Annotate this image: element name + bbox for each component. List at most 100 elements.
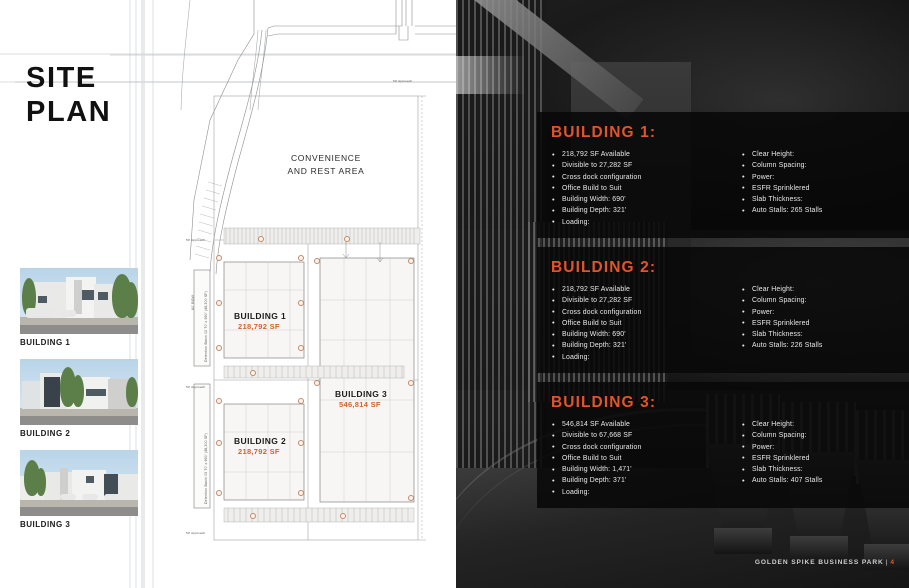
thumbnail-label: BUILDING 2 xyxy=(20,429,71,438)
spec-column-right: Clear Height: Column Spacing: Power: ESF… xyxy=(741,418,909,498)
footer: GOLDEN SPIKE BUSINESS PARK|4 xyxy=(755,559,895,566)
spec-item: Loading: xyxy=(551,216,727,228)
spec-item: Column Spacing: xyxy=(741,295,909,307)
spec-panel-building-3: BUILDING 3: 546,814 SF Available Divisib… xyxy=(537,382,909,508)
marker-icon xyxy=(298,490,304,496)
marker-icon xyxy=(250,370,256,376)
spec-item: Clear Height: xyxy=(741,148,909,160)
annotation-approach-lower-left: 50' Approach xyxy=(186,531,206,535)
building-1-rendering[interactable] xyxy=(20,268,138,334)
marker-icon xyxy=(250,513,256,519)
spec-item: Office Build to Suit xyxy=(551,452,727,464)
spec-item: Slab Thickness: xyxy=(741,463,909,475)
spec-item: Cross dock configuration xyxy=(551,441,727,453)
marker-icon xyxy=(216,300,222,306)
spec-item: ESFR Sprinklered xyxy=(741,317,909,329)
spec-item: 218,792 SF Available xyxy=(551,283,727,295)
siteplan-building-2-name: BUILDING 2 xyxy=(234,436,287,446)
page-title-line2: PLAN xyxy=(26,95,112,128)
spec-item: Building Width: 1,471' xyxy=(551,463,727,475)
marker-icon xyxy=(216,345,222,351)
spec-item: Auto Stalls: 407 Stalls xyxy=(741,475,909,487)
building-thumbnail-list: BUILDING 1 BUILDING 2 xyxy=(20,268,140,541)
annotation-approach-top-right: 50' Approach xyxy=(393,79,413,83)
thumbnail-label: BUILDING 1 xyxy=(20,338,71,347)
spec-column-right: Clear Height: Column Spacing: Power: ESF… xyxy=(741,148,909,228)
annotation-detention-basin-03: Detention Basin 03 70' x 690' (48,300 SF… xyxy=(204,433,208,504)
spec-item: Slab Thickness: xyxy=(741,193,909,205)
spec-item: Clear Height: xyxy=(741,283,909,295)
marker-icon xyxy=(298,440,304,446)
spec-title: BUILDING 3: xyxy=(551,394,657,411)
annotation-approach-mid-left: 50' Approach xyxy=(186,385,206,389)
siteplan-building-3-name: BUILDING 3 xyxy=(335,389,388,399)
thumbnail-building-2[interactable]: BUILDING 2 xyxy=(20,359,140,438)
spec-item: Building Depth: 321' xyxy=(551,205,727,217)
left-white-panel: SITE PLAN xyxy=(0,0,456,588)
marker-icon xyxy=(314,258,320,264)
area-label-line2: AND REST AREA xyxy=(287,165,365,176)
annotation-approach-upper-left: 50' Approach xyxy=(186,238,206,242)
railcar-truck xyxy=(790,536,848,562)
marker-icon xyxy=(216,398,222,404)
spec-title: BUILDING 2: xyxy=(551,259,657,276)
spec-item: Auto Stalls: 226 Stalls xyxy=(741,340,909,352)
spec-column-left: 218,792 SF Available Divisible to 27,282… xyxy=(551,283,727,363)
siteplan-area-label: CONVENIENCE AND REST AREA xyxy=(266,152,386,178)
spec-item: Building Depth: 321' xyxy=(551,340,727,352)
annotation-detention-basin-02: Detention Basin 02 70' x 690' (48,300 SF… xyxy=(204,291,208,362)
spec-item: 218,792 SF Available xyxy=(551,148,727,160)
siteplan-building-3-sf: 546,814 SF xyxy=(339,400,381,409)
spec-panel-building-2: BUILDING 2: 218,792 SF Available Divisib… xyxy=(537,247,909,373)
marker-icon xyxy=(408,495,414,501)
page-title-line1: SITE xyxy=(26,62,97,94)
spec-item: Power: xyxy=(741,306,909,318)
spec-item: Cross dock configuration xyxy=(551,171,727,183)
thumbnail-building-3[interactable]: BUILDING 3 xyxy=(20,450,140,529)
thumbnail-building-1[interactable]: BUILDING 1 xyxy=(20,268,140,347)
spec-item: Slab Thickness: xyxy=(741,328,909,340)
thumbnail-label: BUILDING 3 xyxy=(20,520,71,529)
marker-icon xyxy=(298,255,304,261)
marker-icon xyxy=(408,380,414,386)
spec-item: Loading: xyxy=(551,486,727,498)
spec-item: ESFR Sprinklered xyxy=(741,452,909,464)
spec-item: Column Spacing: xyxy=(741,160,909,172)
marker-icon xyxy=(216,490,222,496)
marker-icon xyxy=(298,398,304,404)
marker-icon xyxy=(344,236,350,242)
spec-item: Building Width: 690' xyxy=(551,328,727,340)
spec-column-left: 546,814 SF Available Divisible to 67,668… xyxy=(551,418,727,498)
marker-icon xyxy=(408,258,414,264)
spec-item: Clear Height: xyxy=(741,418,909,430)
spec-item: 546,814 SF Available xyxy=(551,418,727,430)
marker-icon xyxy=(314,380,320,386)
spec-item: Cross dock configuration xyxy=(551,306,727,318)
building-2-rendering[interactable] xyxy=(20,359,138,425)
marker-icon xyxy=(216,440,222,446)
marker-icon xyxy=(258,236,264,242)
spec-item: Office Build to Suit xyxy=(551,182,727,194)
spec-panel-building-1: BUILDING 1: 218,792 SF Available Divisib… xyxy=(537,112,909,238)
spec-item: Auto Stalls: 265 Stalls xyxy=(741,205,909,217)
spec-column-right: Clear Height: Column Spacing: Power: ESF… xyxy=(741,283,909,363)
railcar-truck xyxy=(714,528,772,554)
annotation-row-width: 60' ROW xyxy=(191,294,195,310)
spec-item: Office Build to Suit xyxy=(551,317,727,329)
marker-icon xyxy=(216,255,222,261)
right-photo-panel: BUILDING 1: 218,792 SF Available Divisib… xyxy=(456,0,909,588)
site-plan-drawing: CONVENIENCE AND REST AREA BUILDING 1 218… xyxy=(150,0,456,588)
footer-brand: GOLDEN SPIKE BUSINESS PARK xyxy=(754,559,884,566)
marker-icon xyxy=(298,300,304,306)
spec-item: Building Depth: 371' xyxy=(551,475,727,487)
page-title: SITE PLAN xyxy=(26,62,111,130)
building-3-rendering[interactable] xyxy=(20,450,138,516)
siteplan-building-1-sf: 218,792 SF xyxy=(238,322,280,331)
spec-item: Divisible to 27,282 SF xyxy=(551,160,727,172)
spec-item: Divisible to 27,282 SF xyxy=(551,295,727,307)
spec-item: Divisible to 67,668 SF xyxy=(551,430,727,442)
siteplan-building-1-name: BUILDING 1 xyxy=(234,311,287,321)
spec-item: Column Spacing: xyxy=(741,430,909,442)
area-label-line1: CONVENIENCE xyxy=(290,153,362,163)
